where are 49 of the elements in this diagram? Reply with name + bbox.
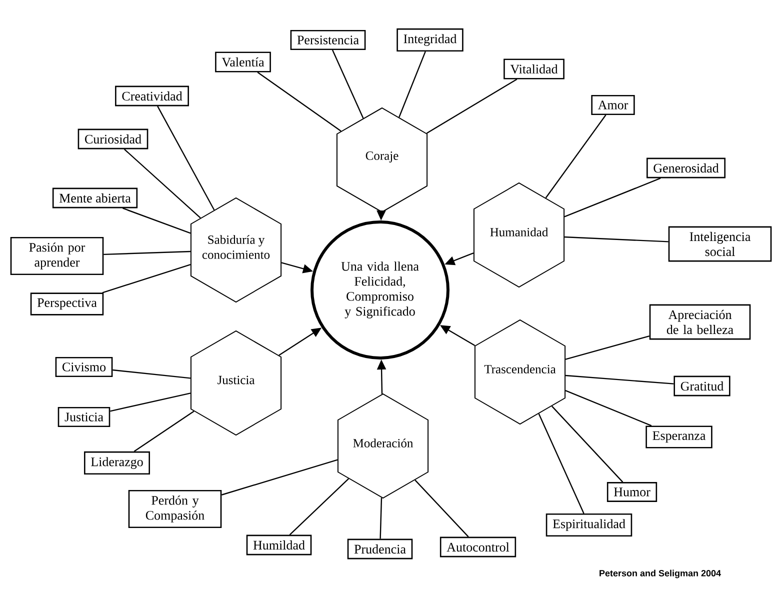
connector-line — [380, 498, 382, 539]
connector-line — [564, 236, 668, 242]
strength-box: Gratitud — [674, 376, 730, 396]
citation-text: Peterson and Seligman 2004 — [600, 570, 721, 578]
connector-line — [566, 374, 674, 384]
strength-box: Persistencia — [290, 30, 366, 50]
connector-line — [289, 478, 350, 536]
connector-line — [426, 78, 518, 134]
strength-box: Creatividad — [115, 86, 189, 106]
strength-box: Perdón y Compasión — [128, 490, 222, 528]
strength-box: Justicia — [58, 406, 110, 428]
strength-box: Valentía — [215, 52, 271, 72]
connector-line — [134, 410, 194, 452]
strength-box: Humor — [606, 482, 658, 502]
strength-box: Mente abierta — [52, 188, 138, 208]
connector-line — [102, 264, 191, 294]
connector-line — [414, 480, 469, 538]
strength-box: Curiosidad — [78, 128, 148, 150]
connector-line — [257, 72, 342, 132]
strength-box: Vitalidad — [504, 58, 564, 80]
strength-box: Autocontrol — [440, 536, 516, 558]
strength-box: Humildad — [246, 534, 312, 556]
connector-line — [124, 148, 201, 218]
strength-box: Inteligencia social — [668, 226, 772, 262]
connector-line — [157, 106, 215, 210]
connector-line — [545, 114, 606, 198]
strength-box: Perspectiva — [30, 292, 104, 316]
strength-box: Liderazgo — [84, 451, 150, 475]
strength-box: Prudencia — [347, 538, 413, 560]
connector-line — [221, 459, 338, 496]
strength-box: Pasión por aprender — [10, 236, 104, 276]
connector-line — [564, 178, 661, 218]
strength-box: Integridad — [396, 28, 464, 52]
strength-box: Espiritualidad — [546, 513, 632, 537]
connector-line — [551, 406, 624, 482]
connector-line — [104, 250, 190, 256]
connector-line — [110, 392, 191, 412]
strength-box: Civismo — [55, 356, 113, 378]
connector-line — [332, 50, 364, 118]
strength-box: Esperanza — [646, 426, 712, 448]
strength-box: Generosidad — [646, 158, 726, 178]
connector-line — [565, 335, 650, 360]
connector-line — [398, 51, 426, 118]
connector-line — [122, 208, 191, 234]
strength-box: Apreciación de la belleza — [649, 304, 751, 340]
connector-line — [565, 390, 652, 426]
strength-box: Amor — [591, 95, 635, 115]
connector-line — [112, 369, 191, 379]
connector-line — [538, 413, 584, 514]
